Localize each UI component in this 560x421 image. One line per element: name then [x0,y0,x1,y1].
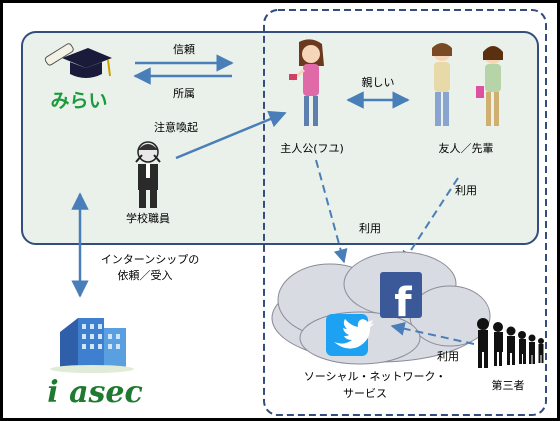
sns-label-line1: ソーシャル・ネットワーク・ [304,370,447,383]
mirai-logo: みらい [44,43,112,112]
person-icon [289,39,324,126]
svg-text:f: f [394,280,412,326]
iasec-logo: i asec [47,318,143,410]
sns-world-dashed-box [263,9,547,416]
internship-label-line1: インターンシップの [101,253,199,266]
third-party-label: 第三者 [492,378,525,392]
use-label-friends: 利用 [455,184,477,197]
belong-label: 所属 [173,87,195,100]
crowd-icon [477,318,544,368]
friendly-label: 親しい [362,76,395,89]
person-icon [135,141,161,208]
twitter-icon [326,314,374,356]
school-staff-figure: 学校職員 [126,141,170,225]
use-label-protagonist: 利用 [359,222,381,235]
graduation-cap-icon [44,43,112,78]
protagonist-label: 主人公(フユ) [280,142,344,155]
protagonist-figure: 主人公(フユ) [280,39,344,155]
school-staff-label: 学校職員 [126,211,170,225]
mirai-logo-text: みらい [50,90,107,112]
use-arrow-friends [401,177,459,266]
caution-label: 注意喚起 [154,120,198,134]
sns-label-line2: サービス [343,387,387,400]
use-label-third-party: 利用 [437,350,459,363]
friends-label: 友人／先輩 [439,141,494,155]
facebook-icon: f [380,272,422,326]
use-arrow-protagonist [315,159,348,264]
trust-label: 信頼 [173,43,195,56]
sns-cloud: f ソーシャル・ネットワーク・ サービス [271,251,491,400]
building-icon [50,318,134,373]
iasec-logo-text: i asec [47,375,143,410]
friends-figure: 友人／先輩 [432,43,503,155]
use-arrow-third-party [390,321,475,345]
internship-label-line2: 依頼／受入 [118,269,173,282]
person-icon [432,43,452,126]
person-icon [476,46,503,126]
caution-arrow [175,110,287,160]
